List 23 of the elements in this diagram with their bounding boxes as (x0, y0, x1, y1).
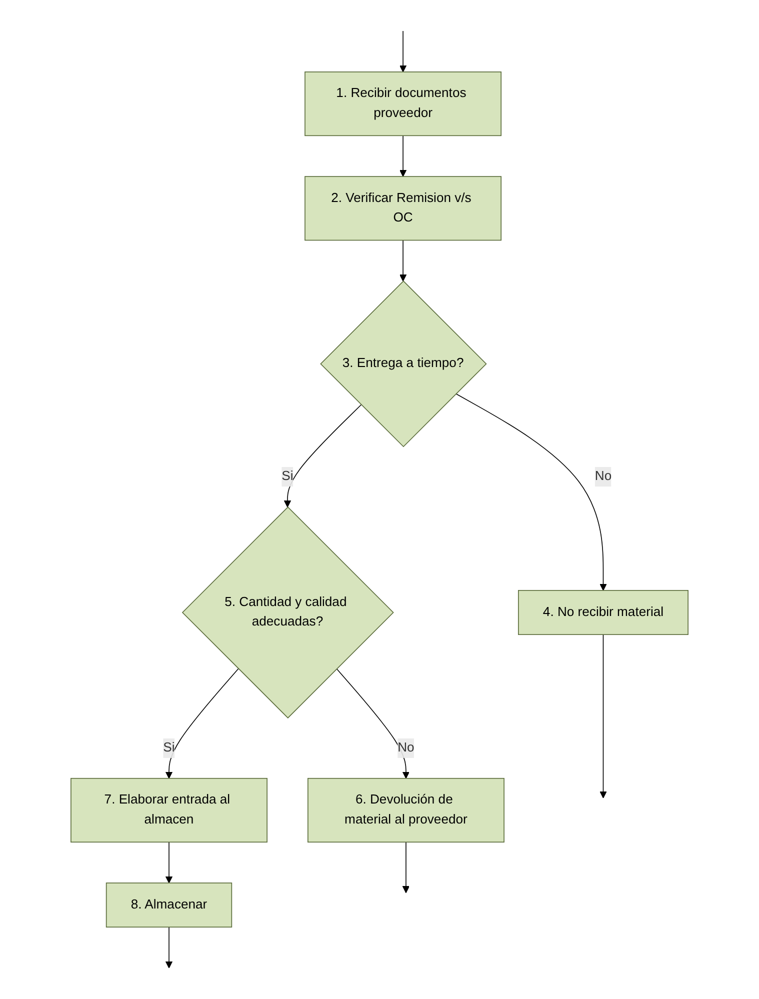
arrow (165, 926, 173, 968)
node-box: 8. Almacenar (106, 882, 232, 928)
arrow (456, 393, 607, 591)
arrow (399, 240, 407, 282)
arrow (600, 634, 607, 798)
node-box: 1. Recibir documentos proveedor (304, 72, 502, 136)
edge-label: Si (282, 469, 294, 484)
arrow (165, 668, 239, 779)
arrow (402, 842, 410, 894)
node-box: 6. Devolución de material al proveedor (308, 778, 504, 843)
edge-label: No (398, 740, 414, 755)
node-diamond: 5. Cantidad y calidad adecuadas? (182, 506, 394, 718)
arrow (399, 30, 407, 72)
arrow (336, 668, 410, 779)
node-diamond: 3. Entrega a tiempo? (320, 280, 487, 448)
arrow (284, 404, 362, 508)
node-box: 2. Verificar Remision v/s OC (304, 176, 502, 241)
node-box: 4. No recibir material (518, 590, 688, 635)
node-box: 7. Elaborar entrada al almacen (70, 778, 268, 843)
edge-label: Si (163, 740, 175, 755)
arrow (165, 842, 173, 884)
arrow (399, 135, 407, 177)
edge-label: No (594, 469, 612, 484)
